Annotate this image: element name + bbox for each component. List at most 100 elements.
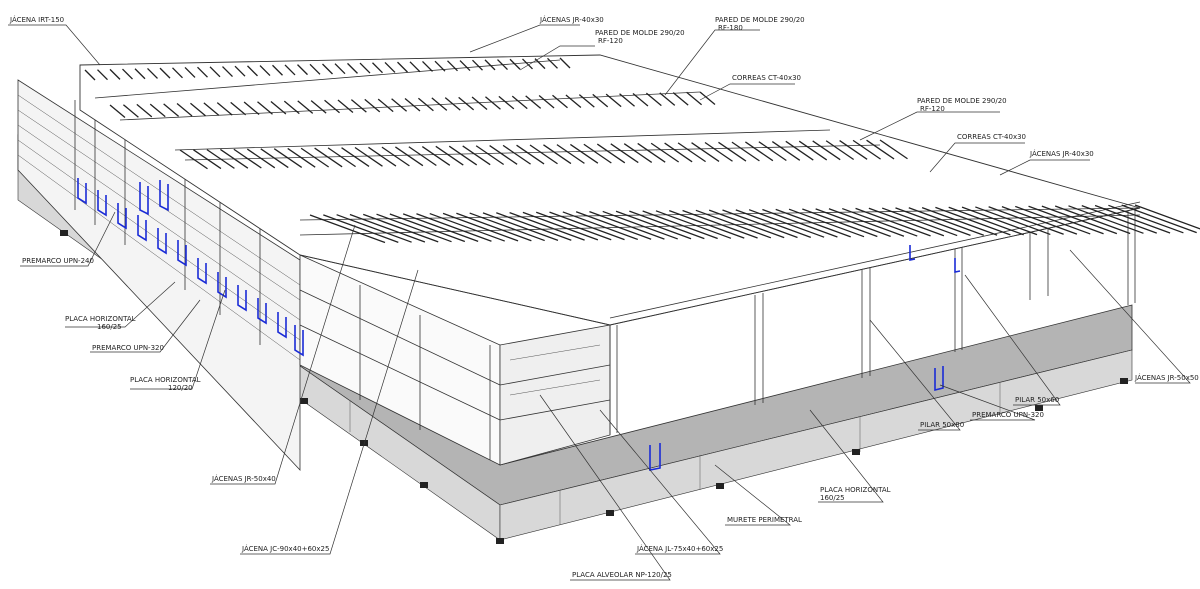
purlin xyxy=(785,140,814,161)
purlin xyxy=(206,149,235,169)
purlin xyxy=(314,147,343,168)
purlin xyxy=(879,139,908,160)
purlin xyxy=(881,207,958,237)
purlin xyxy=(525,95,542,109)
label-pared-rf120-b-line1: PARED DE MOLDE 290/20 xyxy=(917,97,1007,105)
purlin xyxy=(283,100,300,115)
purlin xyxy=(417,97,434,112)
purlin xyxy=(246,148,276,169)
purlin xyxy=(197,66,208,78)
purlin xyxy=(273,148,303,168)
purlin xyxy=(404,98,421,112)
purlin xyxy=(605,93,622,108)
leader-lines xyxy=(8,24,1191,581)
purlin xyxy=(718,141,747,162)
purlin xyxy=(324,99,340,114)
purlin xyxy=(134,68,146,80)
purlin xyxy=(323,214,399,243)
purlin xyxy=(459,60,471,71)
purlin xyxy=(376,213,452,243)
purlin xyxy=(866,139,895,160)
label-jacenas-jr-50x50: JÁCENAS JR-50x50 xyxy=(1134,373,1199,382)
purlin xyxy=(650,142,680,163)
label-correas-right: CORREAS CT-40x30 xyxy=(957,133,1026,141)
purlin xyxy=(731,141,760,162)
purlin xyxy=(234,65,246,77)
purlin xyxy=(272,64,283,76)
purlin xyxy=(672,92,689,106)
purlin xyxy=(529,144,558,165)
label-premarco-upn320-right: PREMARCO UPN-320 xyxy=(972,411,1044,419)
purlin xyxy=(559,57,571,69)
purlin xyxy=(469,212,545,242)
purlin xyxy=(691,142,720,162)
label-placa-160-right-line2: 160/25 xyxy=(820,494,845,502)
purlin xyxy=(257,101,273,115)
label-placa-160-left-line2: 160/25 xyxy=(97,323,122,331)
purlin xyxy=(1041,205,1118,235)
purlin xyxy=(708,209,785,239)
purlin xyxy=(610,143,639,164)
purlin xyxy=(354,146,383,167)
purlin xyxy=(136,103,153,118)
purlin xyxy=(570,143,599,164)
purlin xyxy=(798,140,828,161)
building-model xyxy=(17,54,1200,544)
purlin xyxy=(434,60,446,72)
label-jacena-jl: JÁCENA JL-75x40+60x25 xyxy=(636,544,723,553)
door-frames xyxy=(77,178,961,471)
label-placa-120-line2: 120/20 xyxy=(168,384,193,392)
purlin xyxy=(193,149,222,170)
purlin xyxy=(233,148,262,169)
purlin xyxy=(456,212,532,242)
label-pared-rf120-a-line1: PARED DE MOLDE 290/20 xyxy=(595,29,685,37)
purlin xyxy=(472,59,483,71)
label-jacena-irt: JÁCENA IRT-150 xyxy=(9,15,64,24)
purlin xyxy=(825,140,855,161)
purlin xyxy=(921,206,998,236)
purlin xyxy=(735,209,812,238)
purlin xyxy=(159,67,171,79)
purlin xyxy=(802,208,878,238)
purlin xyxy=(895,207,971,237)
purlin xyxy=(381,146,410,167)
label-premarco-upn240: PREMARCO UPN-240 xyxy=(22,257,94,265)
purlin xyxy=(659,92,676,106)
purlin xyxy=(349,213,426,243)
purlin xyxy=(216,102,233,116)
purlin xyxy=(447,60,458,72)
purlin xyxy=(1054,205,1131,235)
purlin xyxy=(677,142,706,163)
purlin xyxy=(592,93,609,108)
label-jacenas-jr-40x30-right: JÁCENAS JR-40x30 xyxy=(1029,149,1094,158)
purlin xyxy=(855,207,931,237)
purlin xyxy=(589,211,665,240)
purlin xyxy=(122,104,139,118)
purlin xyxy=(547,57,558,69)
label-jacena-jc: JÁCENA JC-90x40+60x25 xyxy=(241,544,329,553)
purlin xyxy=(484,59,496,71)
purlin xyxy=(203,102,220,116)
purlin xyxy=(839,140,868,160)
purlin xyxy=(429,212,505,242)
purlin xyxy=(699,91,716,105)
purlin xyxy=(149,103,166,118)
left-facade xyxy=(17,79,301,472)
purlin xyxy=(619,93,635,107)
purlin xyxy=(391,98,408,112)
label-pared-rf180-line1: PARED DE MOLDE 290/20 xyxy=(715,16,805,24)
purlin xyxy=(270,100,287,115)
purlin xyxy=(682,209,758,239)
purlin xyxy=(975,206,1051,236)
purlin xyxy=(828,208,905,237)
purlin xyxy=(435,145,464,166)
purlin xyxy=(350,99,367,113)
purlin xyxy=(179,149,208,170)
purlin xyxy=(482,212,559,242)
purlin xyxy=(109,68,121,80)
purlin xyxy=(147,67,158,79)
label-jacenas-jr-40x30-top: JÁCENAS JR-40x30 xyxy=(539,15,604,24)
purlin xyxy=(583,143,612,164)
purlin xyxy=(163,103,180,117)
